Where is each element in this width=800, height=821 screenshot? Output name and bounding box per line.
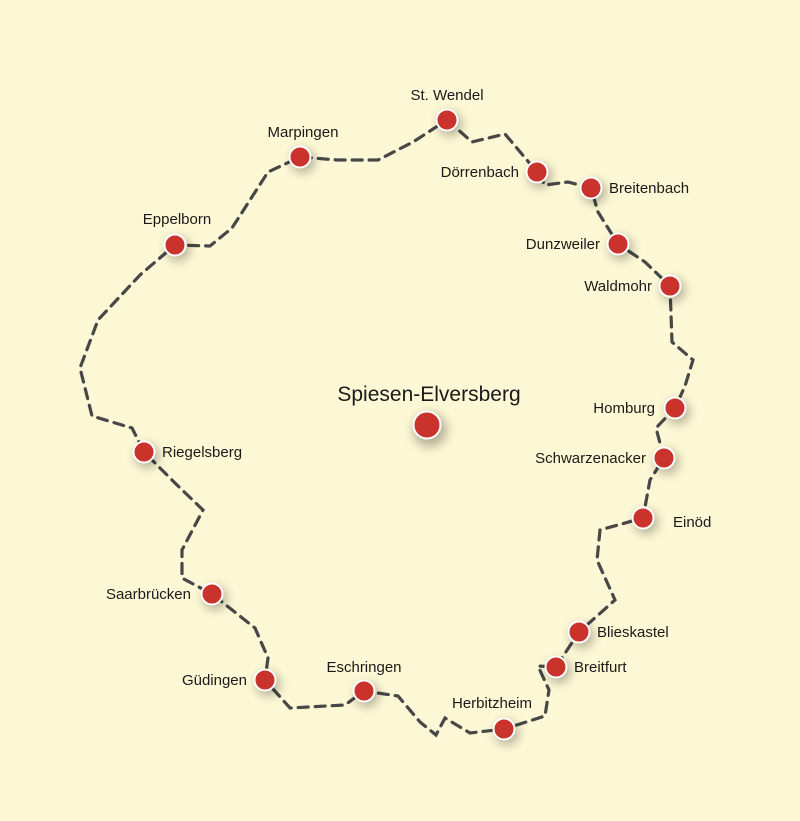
center-marker[interactable]	[412, 410, 447, 448]
stop-label-doerrenbach: Dörrenbach	[441, 164, 519, 181]
stop-dot[interactable]	[579, 176, 603, 200]
stops-layer: St. WendelDörrenbachBreitenbachDunzweile…	[106, 87, 711, 745]
stop-dot[interactable]	[658, 274, 682, 298]
stop-label-einoed: Einöd	[673, 514, 711, 531]
stop-dot[interactable]	[163, 233, 187, 257]
stop-marker-herbitzheim[interactable]	[492, 717, 520, 746]
stop-marker-breitenbach[interactable]	[579, 176, 607, 205]
stop-label-blieskastel: Blieskastel	[597, 624, 669, 641]
stop-dot[interactable]	[663, 396, 687, 420]
stop-label-herbitzheim: Herbitzheim	[452, 695, 532, 712]
stop-label-homburg: Homburg	[593, 400, 655, 417]
stop-marker-doerrenbach[interactable]	[525, 160, 553, 189]
stop-marker-st-wendel[interactable]	[435, 108, 463, 137]
route-line	[78, 118, 695, 738]
stop-label-marpingen: Marpingen	[268, 124, 339, 141]
stop-label-riegelsberg: Riegelsberg	[162, 444, 242, 461]
stop-dot[interactable]	[525, 160, 549, 184]
stop-label-breitfurt: Breitfurt	[574, 659, 627, 676]
stop-dot[interactable]	[132, 440, 156, 464]
stop-label-eppelborn: Eppelborn	[143, 211, 211, 228]
stop-marker-homburg[interactable]	[663, 396, 691, 425]
stop-dot[interactable]	[631, 506, 655, 530]
stop-dot[interactable]	[200, 582, 224, 606]
stop-dot[interactable]	[652, 446, 676, 470]
stop-marker-marpingen[interactable]	[288, 145, 316, 174]
stop-label-st-wendel: St. Wendel	[410, 87, 483, 104]
stop-dot[interactable]	[606, 232, 630, 256]
stop-label-waldmohr: Waldmohr	[584, 278, 652, 295]
stop-label-schwarzenacker: Schwarzenacker	[535, 450, 646, 467]
stop-dot[interactable]	[567, 620, 591, 644]
stop-marker-breitfurt[interactable]	[544, 655, 572, 684]
stop-marker-dunzweiler[interactable]	[606, 232, 634, 261]
stop-label-breitenbach: Breitenbach	[609, 180, 689, 197]
stop-marker-waldmohr[interactable]	[658, 274, 686, 303]
stop-marker-eppelborn[interactable]	[163, 233, 191, 262]
stop-dot[interactable]	[288, 145, 312, 169]
stop-marker-einoed[interactable]	[631, 506, 659, 535]
center-label: Spiesen-Elversberg	[337, 383, 520, 406]
stop-marker-schwarzenacker[interactable]	[652, 446, 680, 475]
stop-label-saarbruecken: Saarbrücken	[106, 586, 191, 603]
stop-marker-eschringen[interactable]	[352, 679, 380, 708]
stop-marker-guedingen[interactable]	[253, 668, 281, 697]
stop-marker-blieskastel[interactable]	[567, 620, 595, 649]
stop-label-guedingen: Güdingen	[182, 672, 247, 689]
stop-marker-saarbruecken[interactable]	[200, 582, 228, 611]
stop-marker-riegelsberg[interactable]	[132, 440, 160, 469]
stop-dot[interactable]	[435, 108, 459, 132]
stop-dot[interactable]	[544, 655, 568, 679]
stop-dot[interactable]	[352, 679, 376, 703]
stop-label-eschringen: Eschringen	[326, 659, 401, 676]
stop-label-dunzweiler: Dunzweiler	[526, 236, 600, 253]
stop-dot[interactable]	[492, 717, 516, 741]
stop-dot[interactable]	[253, 668, 277, 692]
